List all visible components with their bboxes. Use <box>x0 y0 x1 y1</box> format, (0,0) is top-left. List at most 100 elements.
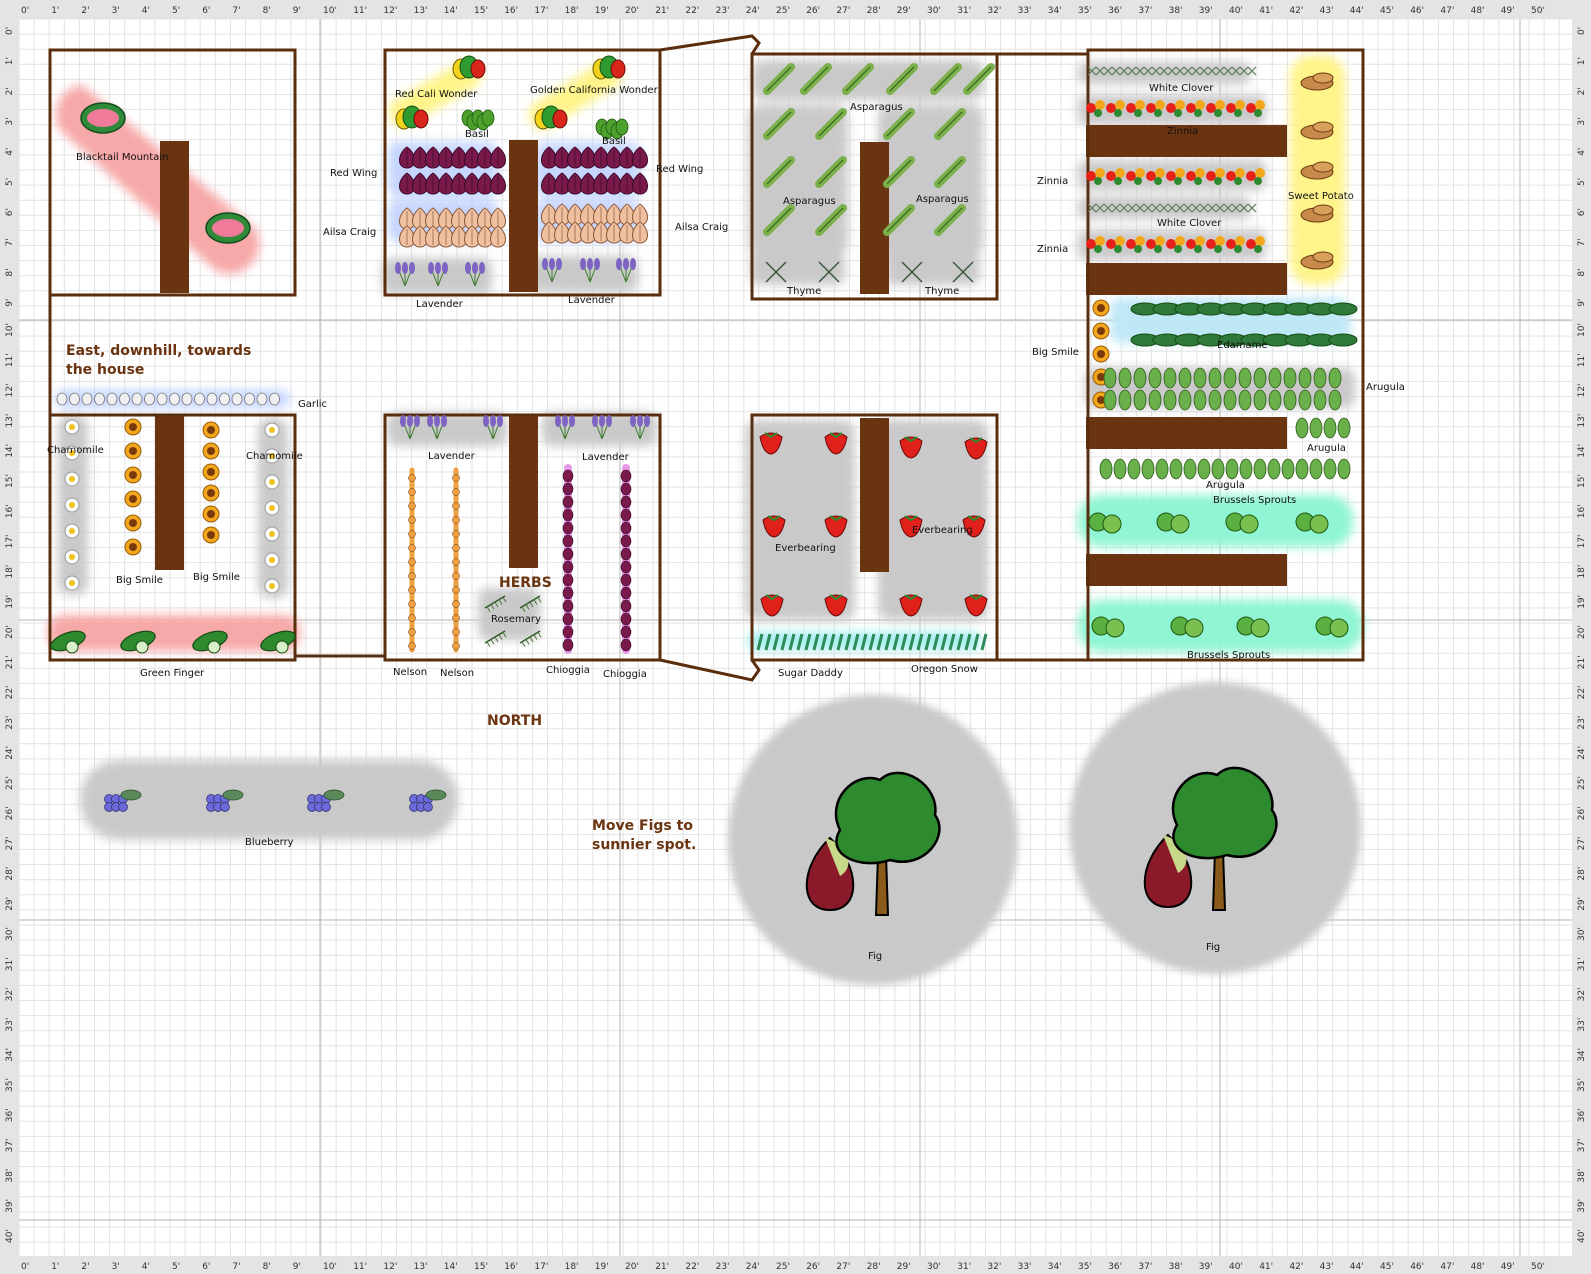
zinnia-icon <box>1186 236 1205 253</box>
cucumber-icon <box>50 630 86 654</box>
ruler-col-label: 42' <box>1289 6 1303 16</box>
garlic-icon <box>181 392 193 406</box>
ruler-row-label: 14' <box>1577 444 1587 458</box>
arugula-icon <box>1298 367 1312 389</box>
label-chioggia: Chioggia <box>603 669 647 680</box>
pea-icon <box>916 633 924 651</box>
brussels-sprout-icon <box>1225 512 1259 534</box>
ruler-row-label: 13' <box>5 414 15 428</box>
zinnia-icon <box>1126 100 1145 117</box>
ruler-col-label: 8' <box>263 6 271 16</box>
label-red-wing: Red Wing <box>656 164 703 175</box>
ruler-col-label: 5' <box>172 1262 180 1272</box>
garlic-icon <box>81 392 93 406</box>
asparagus-icon <box>963 63 995 95</box>
pea-icon <box>908 633 916 651</box>
pea-icon <box>924 633 932 651</box>
pea-icon <box>828 633 836 651</box>
pea-icon <box>756 633 764 651</box>
label-zinnia: Zinnia <box>1037 176 1068 187</box>
arugula-icon <box>1208 367 1222 389</box>
ruler-row-label: 35' <box>1577 1078 1587 1092</box>
sunflower-icon <box>124 490 142 508</box>
cucumber-icon <box>192 630 228 654</box>
strawberry-icon <box>759 432 783 455</box>
ruler-row-label: 26' <box>1577 806 1587 820</box>
lavender-icon <box>395 262 415 287</box>
pepper-icon <box>592 55 626 80</box>
ruler-row-label: 12' <box>1577 383 1587 397</box>
ruler-row-label: 8' <box>1577 268 1587 276</box>
ruler-row-label: 31' <box>5 957 15 971</box>
chamomile-icon <box>64 445 80 461</box>
label-basil: Basil <box>465 129 489 140</box>
zinnia-icon <box>1206 100 1225 117</box>
watermelon-icon <box>205 212 251 244</box>
ruler-col-label: 37' <box>1138 1262 1152 1272</box>
thyme-icon <box>952 261 974 283</box>
label-asparagus: Asparagus <box>783 196 836 207</box>
ruler-row-label: 38' <box>5 1169 15 1183</box>
arugula-icon <box>1223 389 1237 411</box>
ruler-row-label: 25' <box>1577 776 1587 790</box>
ruler-col-label: 15' <box>474 1262 488 1272</box>
plant-icons <box>50 55 1358 916</box>
sweet-potato-icon <box>1300 251 1334 270</box>
ruler-col-label: 18' <box>565 1262 579 1272</box>
ruler-col-label: 28' <box>867 6 881 16</box>
garlic-icon <box>206 392 218 406</box>
lavender-icon <box>630 415 650 440</box>
garlic-icon <box>269 392 280 406</box>
sweet-potato-icon <box>1300 204 1334 223</box>
ruler-col-label: 50' <box>1531 1262 1545 1272</box>
arugula-icon <box>1103 389 1117 411</box>
ruler-row-label: 14' <box>5 444 15 458</box>
ruler-col-label: 14' <box>444 1262 458 1272</box>
ruler-col-label: 0' <box>21 1262 29 1272</box>
arugula-icon <box>1239 458 1253 480</box>
strawberry-icon <box>824 515 848 538</box>
ruler-row-label: 30' <box>5 927 15 941</box>
brussels-sprout-icon <box>1170 616 1204 638</box>
row-ruler-right: 0'1'2'3'4'5'6'7'8'9'10'11'12'13'14'15'16… <box>1573 0 1591 1274</box>
ruler-row-label: 1' <box>1577 57 1587 65</box>
ruler-col-label: 4' <box>142 1262 150 1272</box>
arugula-icon <box>1268 367 1282 389</box>
ruler-row-label: 21' <box>1577 655 1587 669</box>
arugula-icon <box>1103 367 1117 389</box>
zinnia-icon <box>1186 168 1205 185</box>
brussels-sprout-icon <box>1315 616 1349 638</box>
arugula-icon <box>1099 458 1113 480</box>
ruler-row-label: 8' <box>5 268 15 276</box>
arugula-icon <box>1253 367 1267 389</box>
ruler-col-label: 42' <box>1289 1262 1303 1272</box>
chamomile-icon <box>264 526 280 542</box>
ruler-row-label: 26' <box>5 806 15 820</box>
ruler-col-label: 44' <box>1350 6 1364 16</box>
zinnia-icon <box>1166 100 1185 117</box>
clover-icon <box>1087 66 1257 76</box>
label-lavender: Lavender <box>416 299 464 310</box>
label-red-cali: Red Cali Wonder <box>395 89 478 100</box>
lavender-icon <box>465 262 485 287</box>
zinnia-icon <box>1126 168 1145 185</box>
ruler-row-label: 24' <box>1577 746 1587 760</box>
label-sugar-daddy: Sugar Daddy <box>778 668 843 679</box>
pea-icon <box>796 633 804 651</box>
garlic-icon <box>194 392 205 406</box>
ruler-col-label: 50' <box>1531 6 1545 16</box>
ruler-col-label: 11' <box>353 6 367 16</box>
pea-icon <box>876 633 884 651</box>
ruler-row-label: 18' <box>5 565 15 579</box>
ruler-col-label: 2' <box>81 6 89 16</box>
onion-icon <box>490 225 506 248</box>
arugula-icon <box>1118 389 1132 411</box>
onion-icon <box>490 172 506 195</box>
zinnia-icon <box>1186 100 1205 117</box>
label-everbearing: Everbearing <box>912 525 973 536</box>
garlic-icon <box>56 392 68 406</box>
label-blueberry: Blueberry <box>245 837 294 848</box>
ruler-col-label: 49' <box>1501 1262 1515 1272</box>
arugula-icon <box>1183 458 1197 480</box>
